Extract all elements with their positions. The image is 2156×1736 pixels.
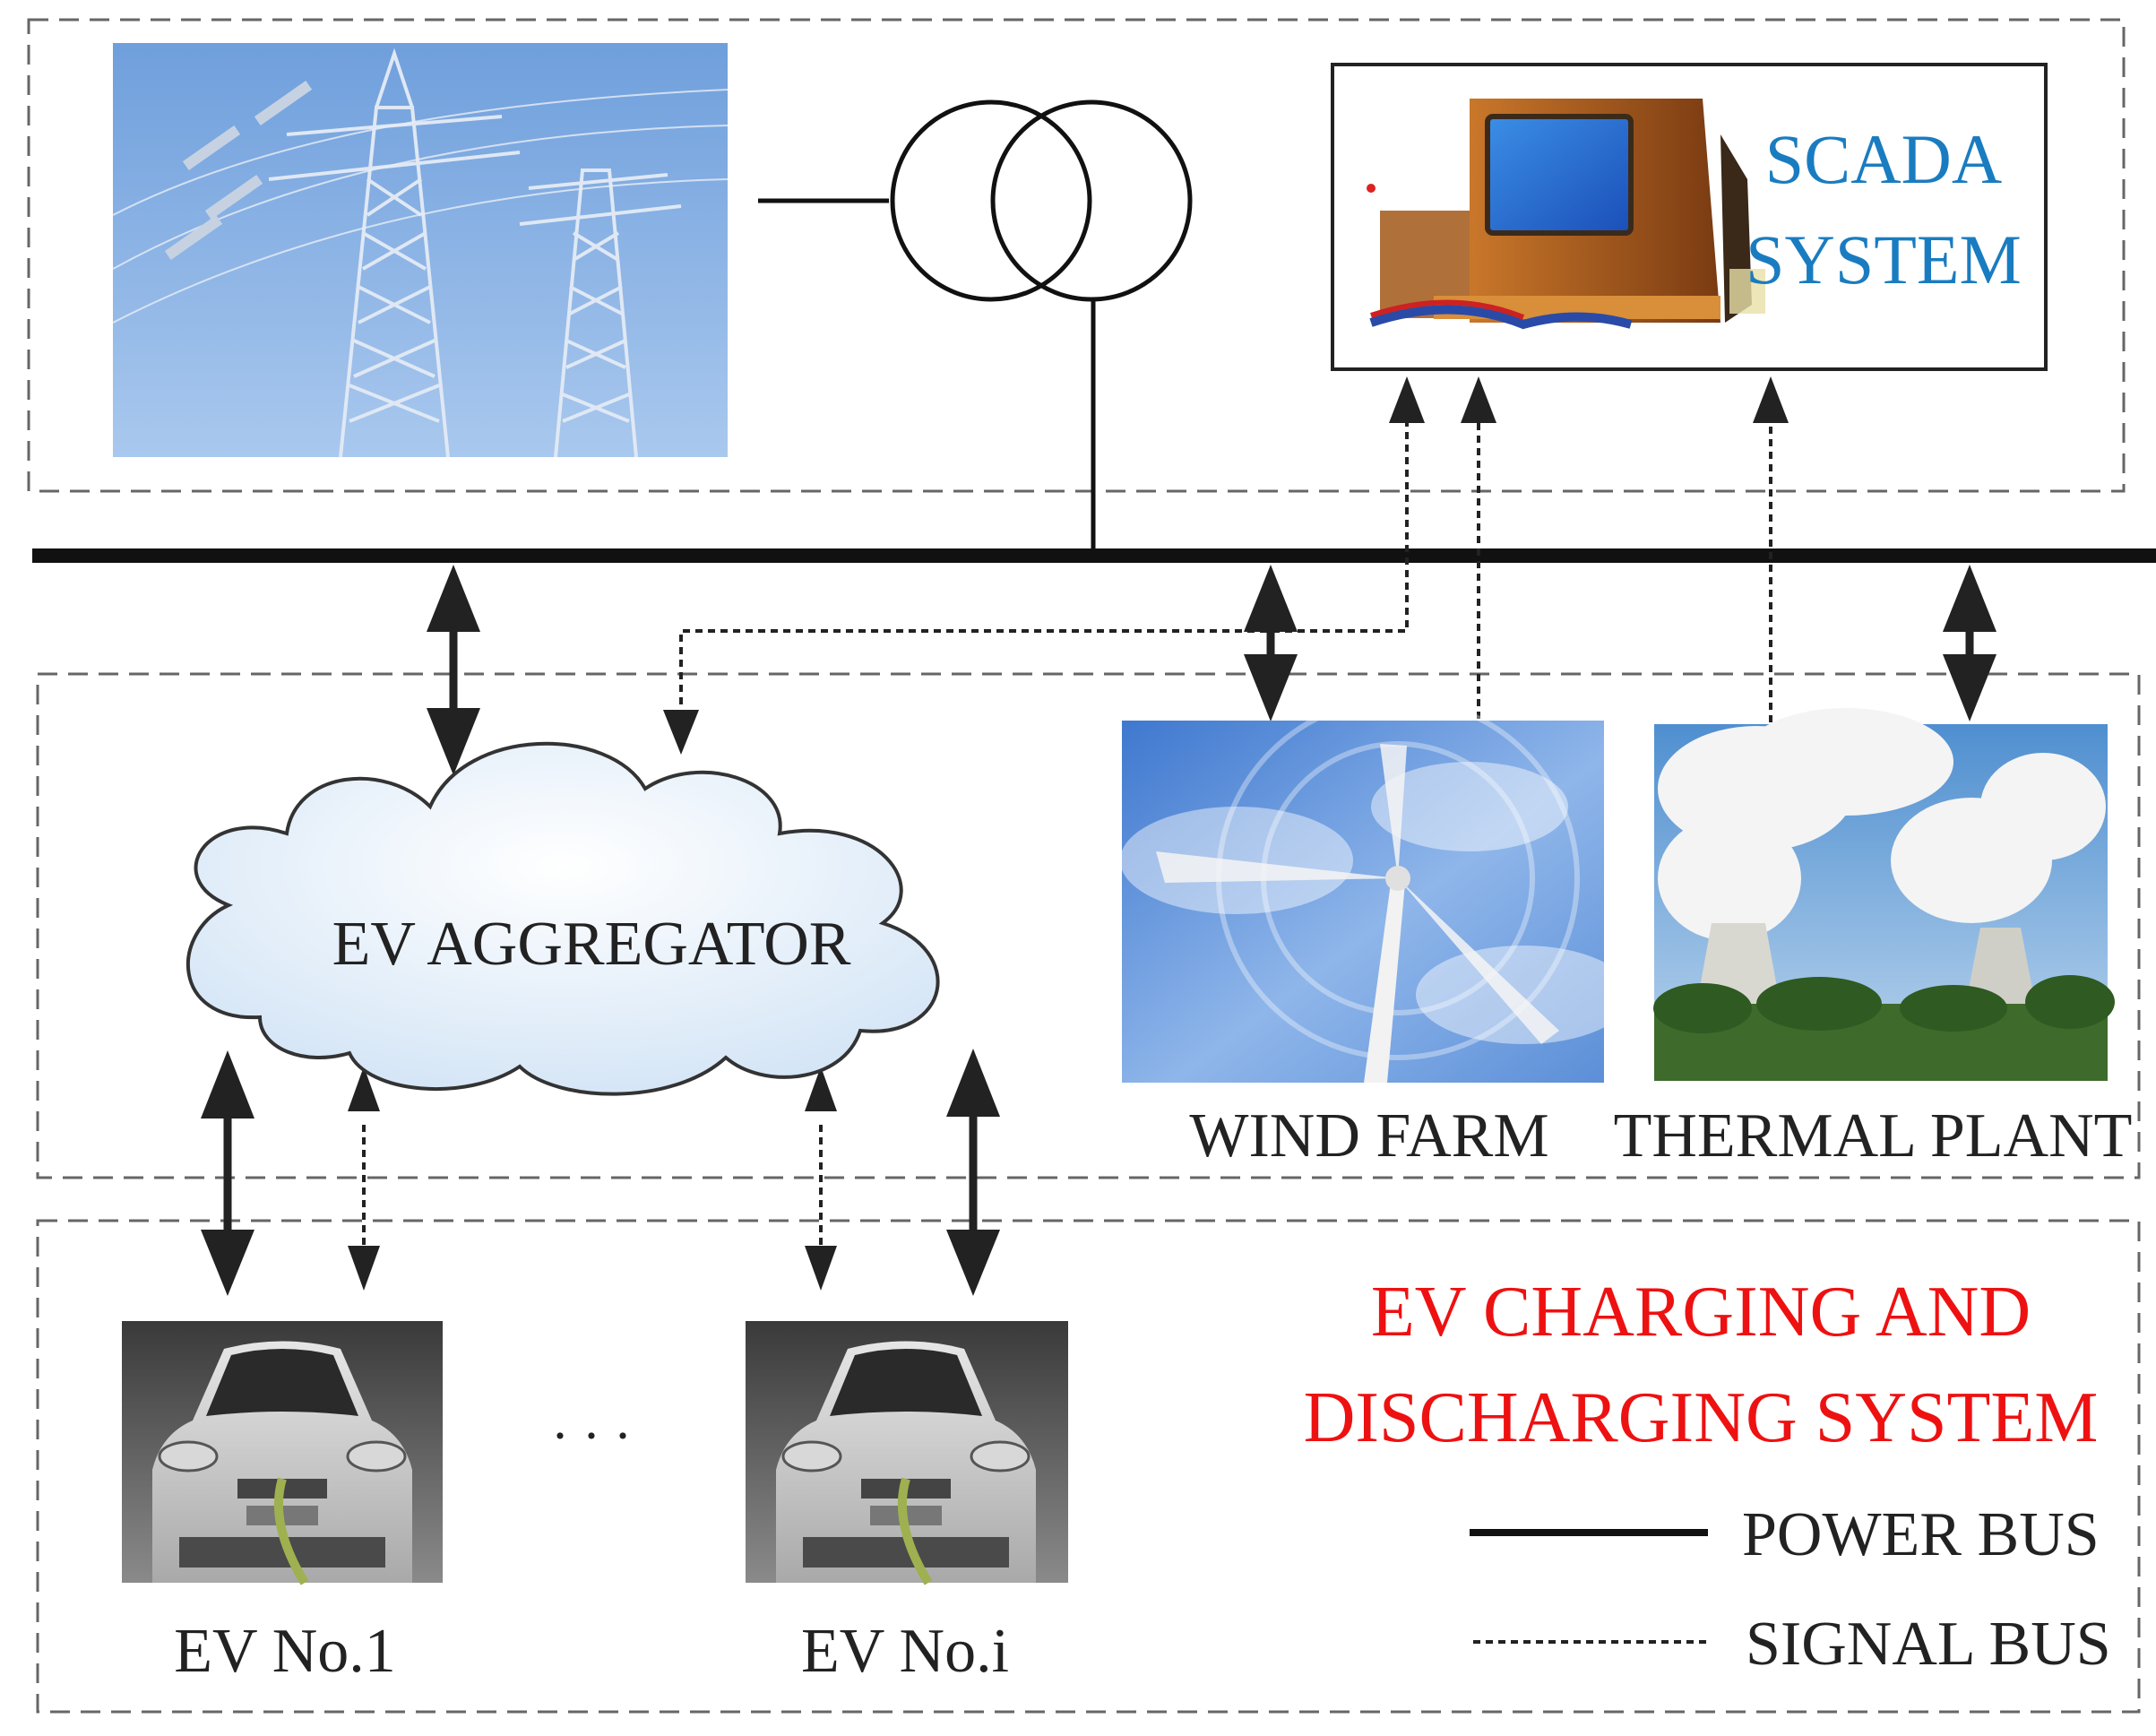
wind-farm-image: WIND FARM <box>1120 696 1631 1170</box>
legend-power-bus-label: POWER BUS <box>1742 1500 2100 1569</box>
system-title-line1: EV CHARGING AND <box>1371 1273 2031 1352</box>
legend: POWER BUS SIGNAL BUS <box>1470 1500 2111 1679</box>
scada-system-box: SCADA SYSTEM <box>1331 63 2048 371</box>
evi-image: EV No.i <box>746 1321 1068 1686</box>
scada-label-line1: SCADA <box>1765 120 2002 198</box>
power-arrows <box>201 565 1996 1296</box>
aggregator-label: EV AGGREGATOR <box>332 910 851 979</box>
transmission-tower-image <box>112 43 729 458</box>
bottom-region-box <box>36 1219 2141 1714</box>
middle-region-box <box>36 672 2141 1179</box>
evi-label: EV No.i <box>801 1617 1009 1686</box>
ev1-label: EV No.1 <box>174 1617 396 1686</box>
transformer-symbol <box>758 99 1193 556</box>
ev-ellipsis: · · · <box>551 1406 632 1465</box>
thermal-plant-image: THERMAL PLANT <box>1614 708 2133 1170</box>
ev-aggregator-cloud: EV AGGREGATOR <box>186 741 940 1096</box>
signal-lines <box>362 421 1772 1250</box>
top-region-box <box>27 18 2126 493</box>
computer-icon <box>1367 99 1765 330</box>
thermal-plant-label: THERMAL PLANT <box>1614 1101 2133 1170</box>
wind-farm-label: WIND FARM <box>1189 1101 1548 1170</box>
ev1-image: EV No.1 <box>122 1321 443 1686</box>
signal-arrowheads <box>348 376 1789 1291</box>
legend-signal-bus-label: SIGNAL BUS <box>1746 1610 2111 1679</box>
system-title-line2: DISCHARGING SYSTEM <box>1304 1378 2099 1457</box>
scada-label-line2: SYSTEM <box>1746 220 2022 298</box>
